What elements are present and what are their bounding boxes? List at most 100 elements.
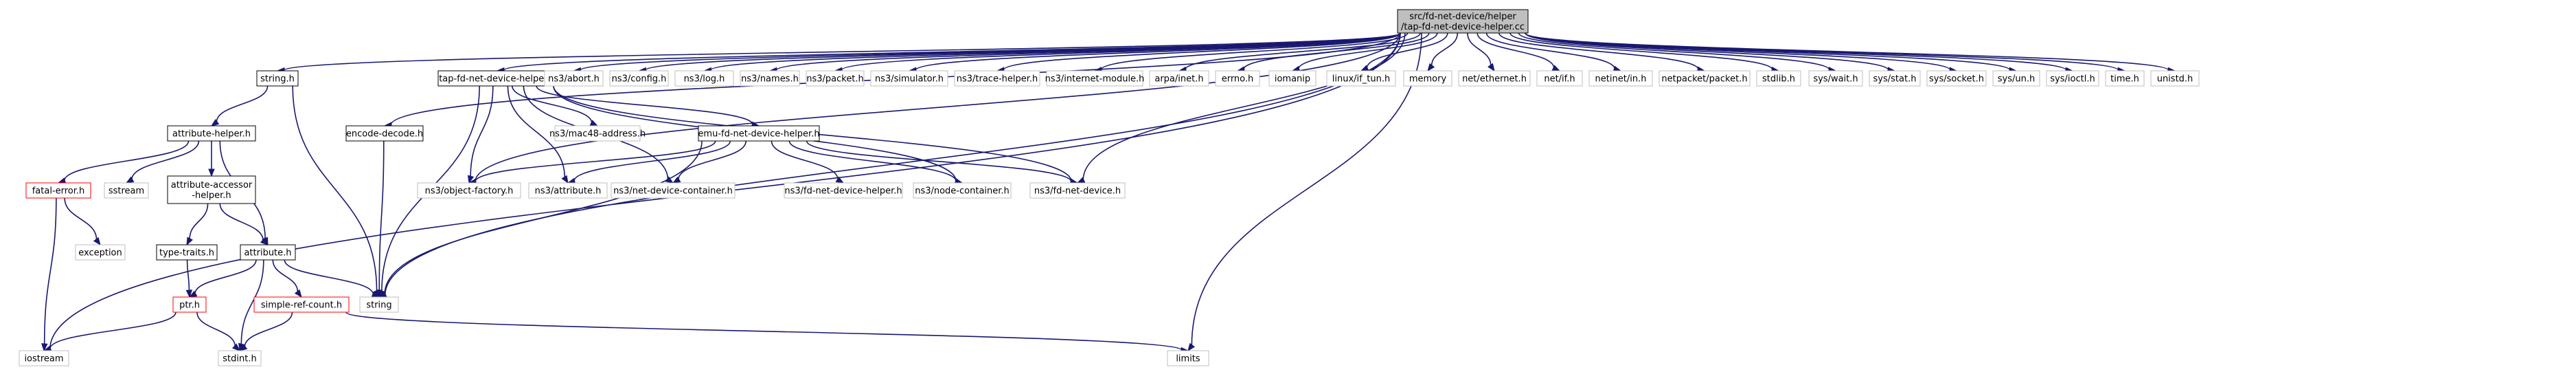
edge-root-to-net-ethernet [1467,32,1492,66]
node-net-device-container[interactable]: ns3/net-device-container.h [611,182,736,199]
node-attribute-h[interactable]: attribute.h [240,244,296,261]
edge-root-to-memory [1431,32,1459,66]
edge-root-to-unistd [1525,32,2169,72]
node-if-tun[interactable]: linux/if_tun.h [1326,70,1396,87]
node-tap-helper[interactable]: tap-fd-net-device-helper.h [437,70,557,87]
node-abort[interactable]: ns3/abort.h [544,70,604,87]
node-fd-device[interactable]: ns3/fd-net-device.h [1029,182,1126,199]
node-ptr[interactable]: ptr.h [172,296,207,313]
arrowhead [185,289,193,298]
node-box [954,70,1040,87]
arrowhead [835,176,845,184]
node-type-traits[interactable]: type-traits.h [156,244,218,261]
node-limits[interactable]: limits [1167,350,1209,366]
node-label: sys/ioctl.h [2050,74,2095,85]
node-simulator[interactable]: ns3/simulator.h [870,70,948,87]
node-label: tap-fd-net-device-helper.h [439,74,556,85]
edge-simple-ref-to-stdint [244,311,293,347]
node-label: fatal-error.h [32,186,85,197]
node-layer: src/fd-net-device/helper/tap-fd-net-devi… [19,9,2200,366]
node-sys-stat[interactable]: sys/stat.h [1869,70,1921,87]
node-stdint[interactable]: stdint.h [218,350,262,366]
node-label: ns3/simulator.h [875,74,944,85]
node-fd-helper[interactable]: ns3/fd-net-device-helper.h [784,182,903,199]
edge-emu-helper-to-object-factory [475,140,716,182]
node-iostream[interactable]: iostream [19,350,69,366]
node-net-ethernet[interactable]: net/ethernet.h [1458,70,1531,87]
node-label: ns3/fd-net-device.h [1034,186,1121,197]
node-label: attribute.h [244,248,291,259]
node-label: netpacket/packet.h [1661,74,1747,85]
node-ns3-attribute[interactable]: ns3/attribute.h [528,182,608,199]
edge-emu-helper-to-net-device-container [678,140,747,180]
node-box [240,244,296,261]
edge-tap-helper-to-object-factory [470,85,494,177]
node-box [1215,70,1260,87]
node-string-h[interactable]: string.h [256,70,299,87]
node-root[interactable]: src/fd-net-device/helper/tap-fd-net-devi… [1397,9,1529,34]
node-fatal-error[interactable]: fatal-error.h [25,182,91,199]
edge-root-to-string-h [283,32,1401,72]
edge-root-to-object-factory [475,32,1401,182]
arrowhead [1488,63,1495,72]
node-encode-decode[interactable]: encode-decode.h [345,125,424,142]
node-attr-accessor[interactable]: attribute-accessor-helper.h [167,175,256,204]
node-sys-ioctl[interactable]: sys/ioctl.h [2046,70,2099,87]
node-box [1397,9,1529,34]
arrowhead [665,176,674,184]
node-label: memory [1409,74,1447,85]
node-log[interactable]: ns3/log.h [674,70,734,87]
node-label: ns3/attribute.h [535,186,602,197]
node-mac48[interactable]: ns3/mac48-address.h [549,125,646,142]
node-stdlib[interactable]: stdlib.h [1756,70,1801,87]
node-netpacket[interactable]: netpacket/packet.h [1659,70,1751,87]
node-arpa-inet[interactable]: arpa/inet.h [1149,70,1209,87]
node-sstream[interactable]: sstream [104,182,149,199]
node-node-container[interactable]: ns3/node-container.h [913,182,1012,199]
node-net-if[interactable]: net/if.h [1536,70,1583,87]
node-netinet-in[interactable]: netinet/in.h [1588,70,1653,87]
node-attribute-helper[interactable]: attribute-helper.h [167,125,256,142]
node-errno[interactable]: errno.h [1215,70,1260,87]
arrowhead [232,343,240,351]
node-sys-un[interactable]: sys/un.h [1992,70,2040,87]
node-unistd[interactable]: unistd.h [2150,70,2200,87]
node-box [104,182,149,199]
node-label: src/fd-net-device/helper [1409,12,1516,22]
node-exception[interactable]: exception [75,244,126,261]
arrowhead [188,290,198,298]
node-simple-ref[interactable]: simple-ref-count.h [253,296,350,313]
edge-root-to-fd-device [1082,32,1406,181]
node-memory[interactable]: memory [1403,70,1452,87]
node-names[interactable]: ns3/names.h [740,70,800,87]
node-config[interactable]: ns3/config.h [609,70,669,87]
node-sys-socket[interactable]: sys/socket.h [1926,70,1987,87]
arrowhead [186,237,193,246]
node-time-h[interactable]: time.h [2105,70,2145,87]
node-object-factory[interactable]: ns3/object-factory.h [417,182,521,199]
node-label: iostream [24,354,63,364]
node-box [1659,70,1751,87]
node-iomanip[interactable]: iomanip [1268,70,1317,87]
node-trace-helper[interactable]: ns3/trace-helper.h [954,70,1040,87]
node-label: ns3/names.h [741,74,799,85]
node-string[interactable]: string [359,296,399,313]
edge-emu-helper-to-node-container [788,140,957,182]
edge-root-to-trace-helper [1003,32,1401,71]
node-packet[interactable]: ns3/packet.h [806,70,865,87]
node-label: ns3/net-device-container.h [613,186,733,197]
edge-root-to-errno [1243,32,1430,70]
node-sys-wait[interactable]: sys/wait.h [1808,70,1863,87]
node-box [1403,70,1452,87]
node-box [870,70,948,87]
edge-string-h-to-string [292,85,378,292]
node-label: attribute-helper.h [172,129,251,140]
node-box [2046,70,2099,87]
node-internet-module[interactable]: ns3/internet-module.h [1045,70,1145,87]
edge-type-traits-to-ptr [186,259,190,292]
node-emu-helper[interactable]: emu-fd-net-device-helper.h [698,125,820,142]
node-box [167,125,256,142]
node-box [1756,70,1801,87]
node-label: ns3/log.h [684,74,725,85]
edge-root-to-sys-socket [1525,32,1951,71]
